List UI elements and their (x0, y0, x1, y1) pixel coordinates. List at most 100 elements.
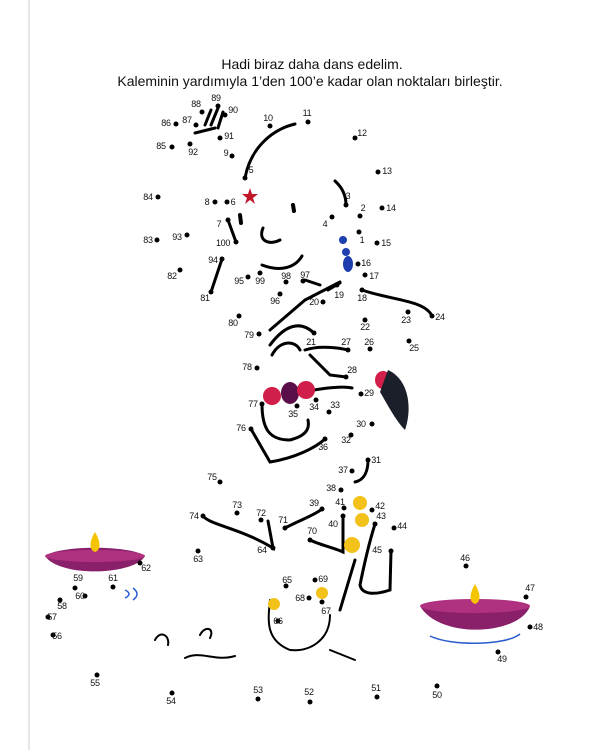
dot-label-61: 61 (108, 573, 118, 583)
dot-64 (270, 545, 276, 551)
dot-7 (225, 217, 231, 223)
dot-40 (340, 513, 346, 519)
dot-label-3: 3 (345, 191, 351, 201)
dot-label-59: 59 (73, 573, 83, 583)
dot-label-30: 30 (356, 419, 366, 429)
dot-2 (357, 213, 363, 219)
eye-left (238, 213, 243, 225)
dot-14 (379, 205, 385, 211)
dot-label-64: 64 (257, 545, 267, 555)
dot-30 (369, 421, 375, 427)
dot-label-11: 11 (302, 108, 312, 118)
dot-label-20: 20 (309, 297, 319, 307)
dot-10 (267, 123, 273, 129)
dot-68 (306, 595, 312, 601)
oil-lamp-right (420, 584, 530, 644)
dot-76 (248, 426, 254, 432)
arm-right (360, 288, 434, 318)
dot-label-32: 32 (341, 435, 351, 445)
dot-label-2: 2 (360, 203, 366, 213)
dot-label-76: 76 (236, 423, 246, 433)
hair-braid (380, 370, 409, 430)
dot-58 (57, 597, 63, 603)
dot-24 (429, 313, 435, 319)
dot-label-47: 47 (525, 583, 535, 593)
dot-71 (282, 525, 288, 531)
dot-label-70: 70 (307, 526, 317, 536)
dot-66 (275, 618, 281, 624)
dot-80 (236, 313, 242, 319)
dot-25 (406, 338, 412, 344)
dot-42 (369, 507, 375, 513)
dot-65 (283, 583, 289, 589)
dot-45 (388, 548, 394, 554)
neck-line (209, 257, 224, 294)
dot-label-37: 37 (338, 465, 348, 475)
dot-32 (348, 432, 354, 438)
dot-label-19: 19 (334, 290, 344, 300)
dot-label-74: 74 (189, 511, 199, 521)
dot-11 (305, 119, 311, 125)
dot-label-13: 13 (382, 166, 392, 176)
dot-label-54: 54 (166, 696, 176, 706)
dot-81 (208, 289, 214, 295)
dot-1 (356, 229, 362, 235)
leg-right (358, 522, 393, 595)
ground (154, 599, 356, 661)
dot-39 (319, 506, 325, 512)
dot-label-16: 16 (361, 258, 371, 268)
dot-55 (94, 672, 100, 678)
dot-73 (234, 510, 240, 516)
dot-31 (365, 457, 371, 463)
dot-label-9: 9 (223, 148, 229, 158)
dot-label-89: 89 (211, 93, 221, 103)
dot-46 (463, 563, 469, 569)
dot-label-82: 82 (167, 271, 177, 281)
dot-28 (343, 374, 349, 380)
dot-label-28: 28 (347, 365, 357, 375)
dot-label-100: 100 (215, 238, 231, 248)
dot-29 (358, 391, 364, 397)
hair-stroke (243, 122, 297, 180)
dot-label-17: 17 (369, 271, 379, 281)
dot-label-21: 21 (306, 337, 316, 347)
dot-54 (169, 690, 175, 696)
dot-label-45: 45 (372, 545, 382, 555)
dot-label-80: 80 (228, 318, 238, 328)
dot-label-1: 1 (359, 235, 365, 245)
dot-label-75: 75 (207, 472, 217, 482)
dot-label-22: 22 (360, 322, 370, 332)
dot-label-96: 96 (270, 296, 280, 306)
dot-4 (329, 214, 335, 220)
dot-label-52: 52 (304, 687, 314, 697)
dot-label-87: 87 (182, 115, 192, 125)
dot-label-72: 72 (256, 508, 266, 518)
dot-label-78: 78 (242, 362, 252, 372)
dot-93 (184, 232, 190, 238)
dot-label-34: 34 (309, 402, 319, 412)
dot-label-18: 18 (357, 293, 367, 303)
mouth (260, 226, 282, 244)
dot-75 (217, 479, 223, 485)
dot-83 (154, 237, 160, 243)
dot-67 (319, 599, 325, 605)
dot-21 (311, 330, 317, 336)
dot-label-68: 68 (295, 593, 305, 603)
dot-87 (193, 122, 199, 128)
dot-3 (343, 202, 349, 208)
dot-44 (391, 525, 397, 531)
dot-16 (355, 261, 361, 267)
dot-9 (229, 153, 235, 159)
dot-label-48: 48 (533, 622, 543, 632)
dot-label-41: 41 (335, 497, 345, 507)
dot-label-46: 46 (460, 553, 470, 563)
dot-78 (254, 365, 260, 371)
dot-label-35: 35 (288, 409, 298, 419)
dot-99 (257, 270, 263, 276)
dot-88 (199, 109, 205, 115)
dot-57 (45, 614, 51, 620)
dot-86 (173, 121, 179, 127)
hand (268, 324, 350, 379)
jewel-earring (339, 236, 353, 272)
